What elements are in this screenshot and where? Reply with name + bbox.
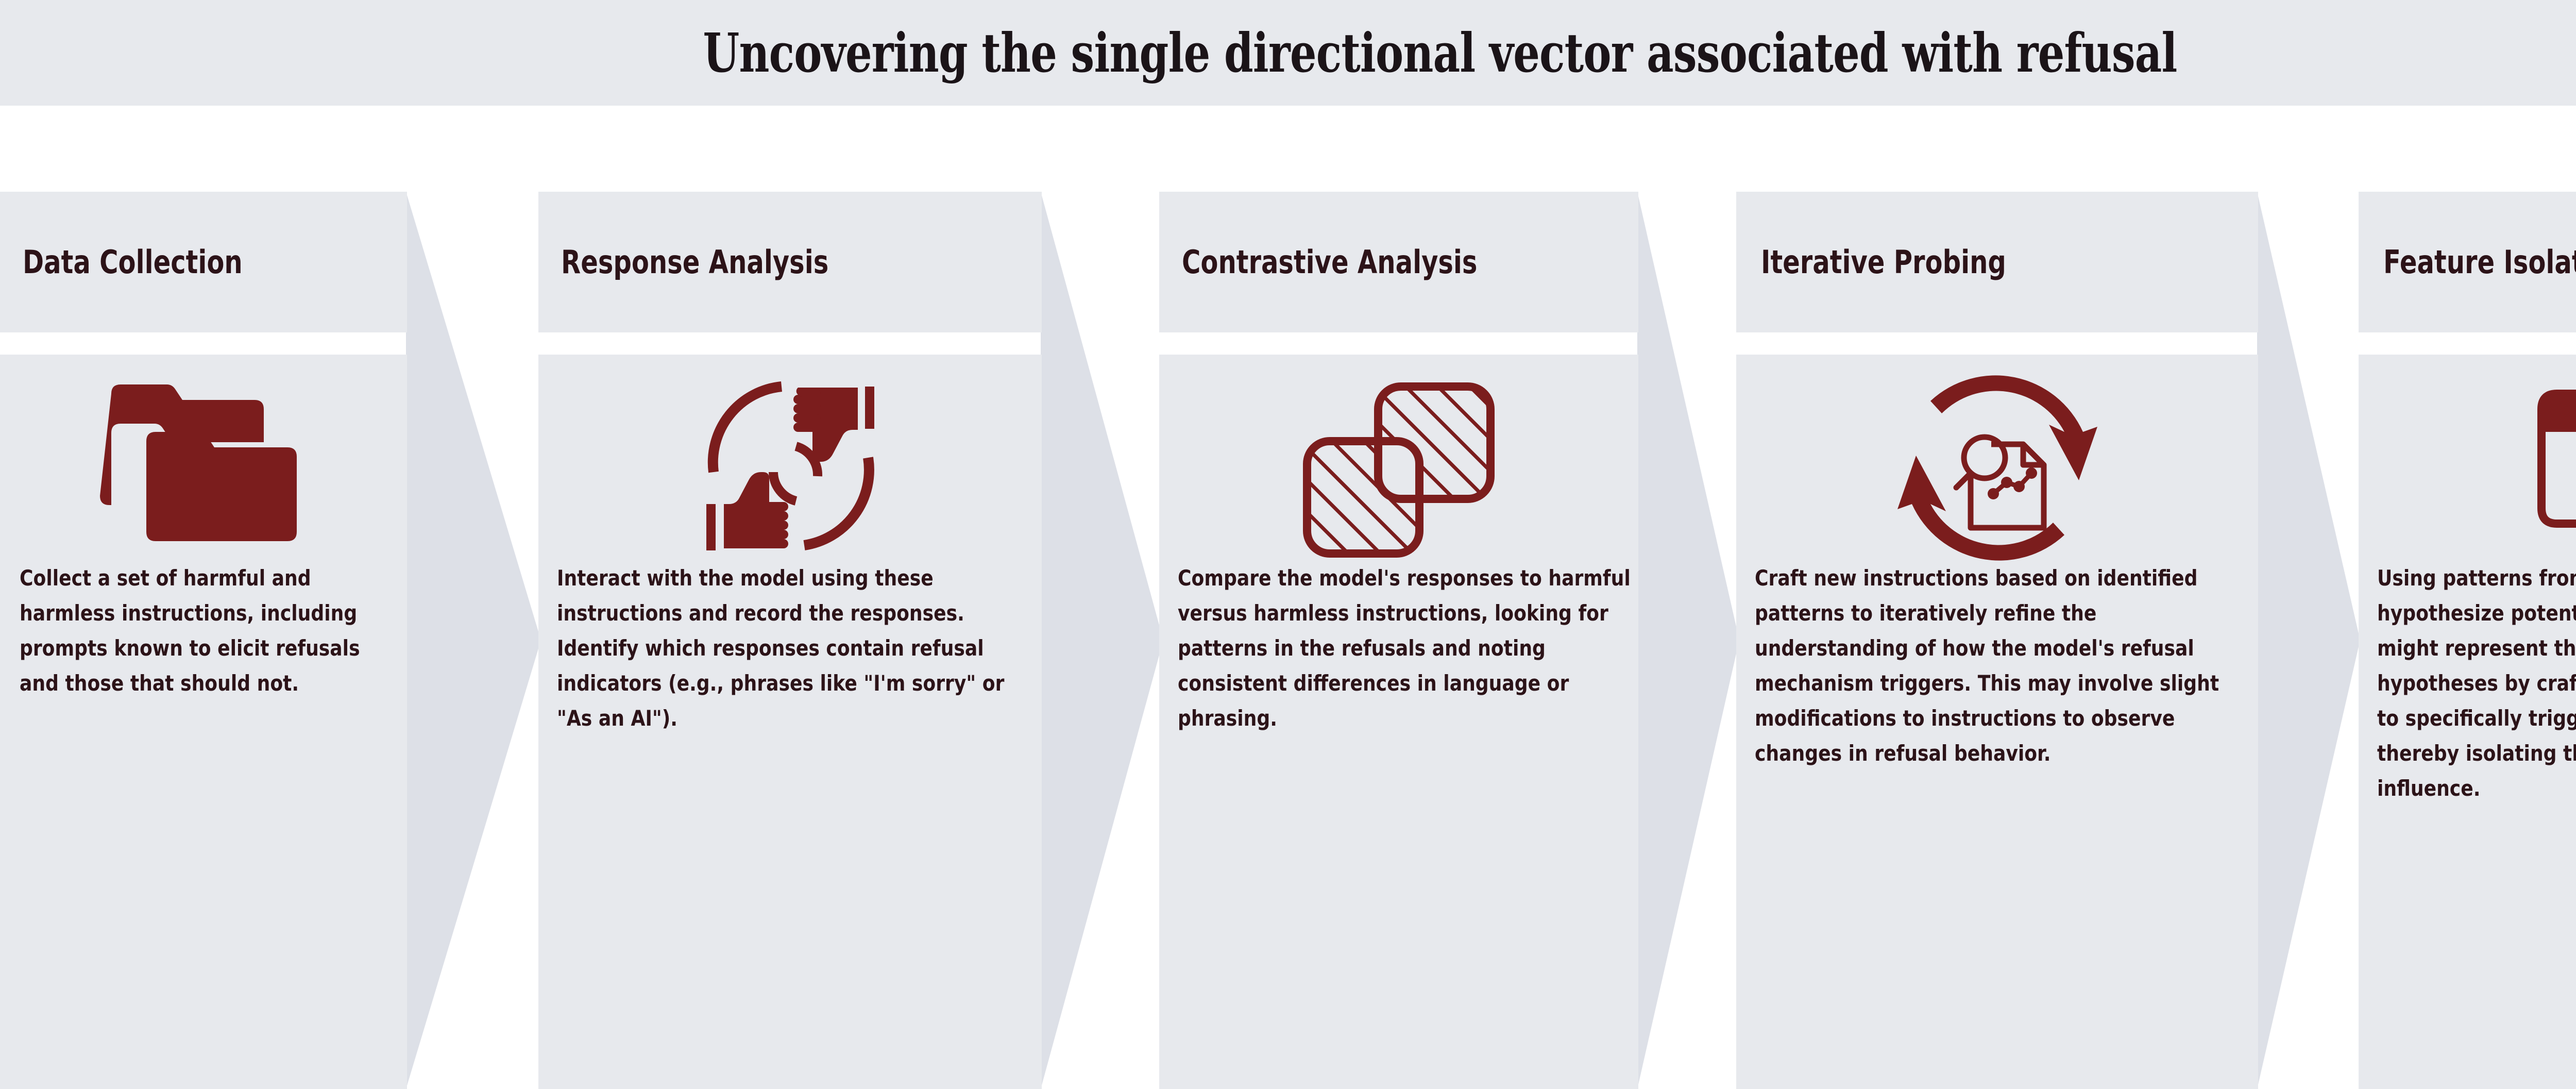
step-3-title: Contrastive Analysis <box>1182 243 1478 281</box>
step-2-body: Interact with the model using these inst… <box>538 355 1042 1089</box>
step-2-description: Interact with the model using these inst… <box>557 565 1005 731</box>
step-1-header: Data Collection <box>0 192 407 332</box>
step-4-description: Craft new instructions based on identifi… <box>1755 565 2219 766</box>
flow-arrow-2-to-3 <box>1041 192 1163 1089</box>
step-5-header: Feature Isolation <box>2359 192 2576 332</box>
thumbs-up-down-feedback-icon <box>695 375 886 556</box>
refresh-cycle-document-magnifier-icon <box>1894 375 2100 561</box>
step-2-icon-wrap <box>538 375 1042 556</box>
step-3-description: Compare the model's responses to harmful… <box>1178 565 1631 731</box>
folders-icon <box>93 375 314 550</box>
step-1-icon-wrap <box>0 375 407 550</box>
flow-arrow-3-to-4 <box>1637 192 1739 1089</box>
step-1-description: Collect a set of harmful and harmless in… <box>20 565 360 696</box>
window-magnifier-check-icon <box>2524 375 2576 556</box>
step-3-icon-wrap <box>1159 375 1638 561</box>
page-title: Uncovering the single directional vector… <box>703 21 2177 85</box>
flow-arrow-4-to-5 <box>2257 192 2360 1089</box>
step-5-icon-wrap <box>2359 375 2576 556</box>
step-1-title: Data Collection <box>23 243 243 281</box>
step-3-body: Compare the model's responses to harmful… <box>1159 355 1638 1089</box>
step-4-title: Iterative Probing <box>1761 243 2006 281</box>
step-3-header: Contrastive Analysis <box>1159 192 1638 332</box>
step-2-title: Response Analysis <box>561 243 829 281</box>
page-title-bar: Uncovering the single directional vector… <box>0 0 2576 106</box>
step-4-header: Iterative Probing <box>1736 192 2258 332</box>
step-1-body: Collect a set of harmful and harmless in… <box>0 355 407 1089</box>
step-4-body: Craft new instructions based on identifi… <box>1736 355 2258 1089</box>
step-5-title: Feature Isolation <box>2383 243 2576 281</box>
step-5-body: Using patterns from iterative probing, h… <box>2359 355 2576 1089</box>
step-4-icon-wrap <box>1736 375 2258 561</box>
overlapping-hatched-squares-icon <box>1296 375 1502 561</box>
flow-arrow-1-to-2 <box>406 192 541 1089</box>
step-2-header: Response Analysis <box>538 192 1042 332</box>
step-5-description: Using patterns from iterative probing, h… <box>2377 565 2576 801</box>
